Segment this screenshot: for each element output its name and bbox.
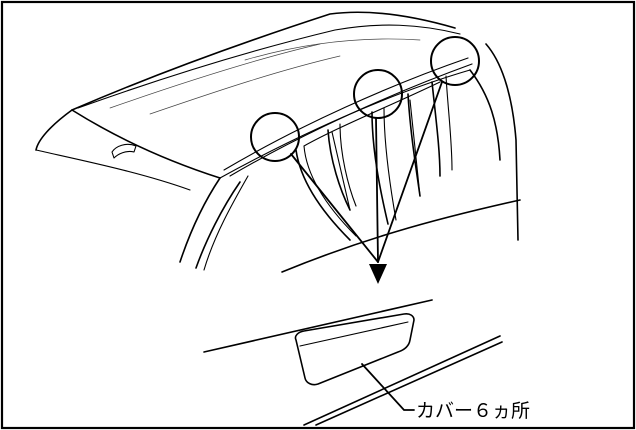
callout-ring-1 [250, 112, 300, 162]
a-pillar-outer [179, 177, 221, 263]
cover-count-label: カバー６ヵ所 [416, 400, 530, 422]
vehicle-roof-illustration [35, 11, 521, 273]
leader-line-3 [377, 81, 443, 263]
cover-detail-view [203, 299, 503, 426]
leader-line-2 [375, 117, 379, 263]
callout-rings [250, 36, 480, 162]
b-pillar-window-trim [339, 123, 357, 207]
c-pillar-trim [383, 107, 397, 221]
side-window-2 [409, 99, 421, 197]
roof-left-outer [35, 109, 73, 151]
rear-window-edge [469, 69, 501, 161]
roof-rail-edge [219, 69, 471, 179]
callout-ring-3 [430, 36, 480, 86]
roof-front-edge [71, 11, 456, 111]
callout-ring-2 [353, 69, 403, 119]
b-pillar-window [327, 129, 351, 211]
leader-lines [290, 81, 443, 284]
rear-body-edge [485, 43, 519, 241]
roof-shade-2 [149, 55, 341, 115]
roof-side-edge [71, 109, 221, 179]
d-pillar-outer [431, 81, 441, 177]
roof-rail-mid [223, 57, 469, 171]
detail-rail-lower [303, 335, 501, 426]
beltline [281, 199, 521, 273]
cover-piece [294, 313, 415, 386]
c-pillar-outer [371, 111, 389, 225]
leader-line-1 [290, 153, 379, 263]
roof-shade-1 [109, 43, 321, 109]
roof-shade-3 [244, 38, 421, 61]
a-pillar-trim [203, 175, 249, 271]
detail-rail-top [203, 299, 433, 353]
fender-line [35, 149, 191, 191]
side-window-1 [331, 131, 351, 211]
label-leader [361, 363, 415, 411]
a-pillar-inner [195, 181, 241, 269]
arrow-head [369, 264, 387, 284]
detail-rail-lower-2 [315, 341, 503, 426]
roof-rail-upper [77, 24, 461, 109]
cover-piece-ridge [299, 321, 409, 347]
b-pillar-front [295, 149, 351, 241]
d-pillar-trim [445, 75, 453, 171]
roof-handle [111, 143, 137, 159]
